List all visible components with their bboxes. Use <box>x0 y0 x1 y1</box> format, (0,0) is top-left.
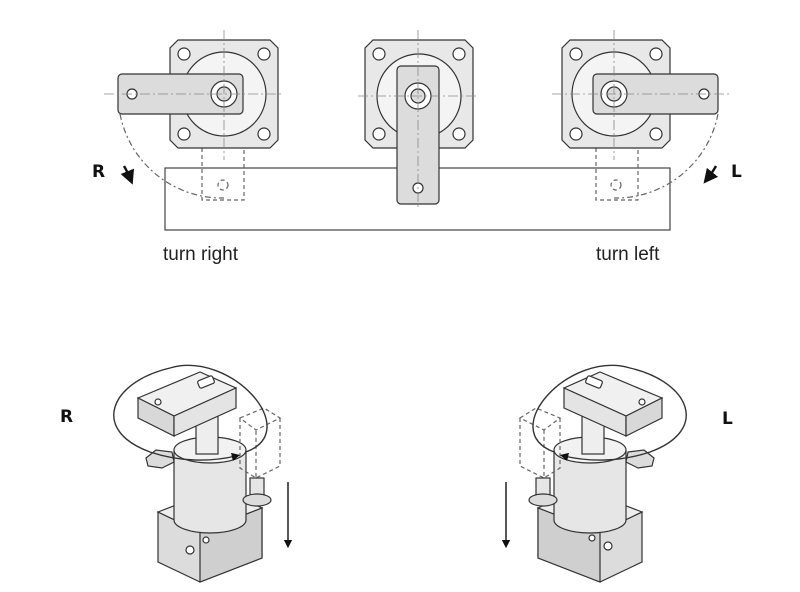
plan-views <box>104 30 732 231</box>
r-letter-bottom: R <box>60 407 73 427</box>
clamp-plan-right <box>104 30 284 201</box>
l-letter-bottom: L <box>722 409 733 429</box>
l-letter-top: L <box>731 162 742 182</box>
clamp-iso-left <box>501 364 687 583</box>
turn-right-label: turn right <box>163 244 239 265</box>
clamp-plan-left <box>552 30 732 201</box>
r-letter-top: R <box>92 162 105 182</box>
turn-left-label: turn left <box>596 244 660 265</box>
clamp-iso-right <box>113 364 293 583</box>
clamp-plan-center <box>358 30 478 210</box>
